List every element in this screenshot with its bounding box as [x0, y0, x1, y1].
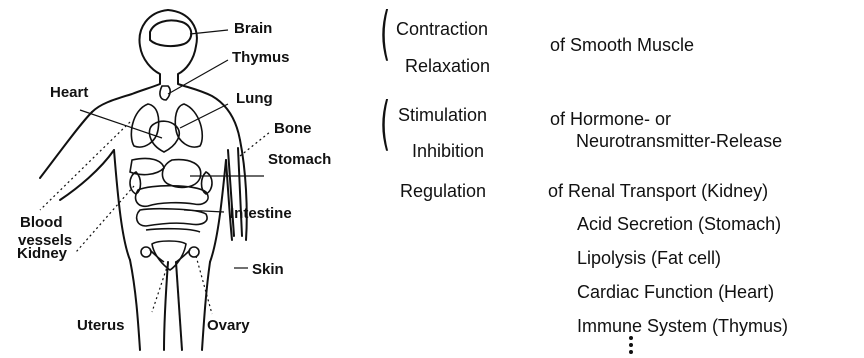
kidney-shape-right [202, 172, 213, 194]
function-contraction: Contraction [396, 20, 488, 38]
bracket-group1: ( [380, 4, 390, 62]
target-cardiac-function: Cardiac Function (Heart) [577, 283, 774, 301]
heart-shape [149, 121, 179, 152]
leader-lung [180, 104, 228, 128]
target-hormone-release-line2: Neurotransmitter-Release [576, 132, 782, 150]
leader-intestine [184, 210, 224, 212]
target-smooth-muscle: of Smooth Muscle [550, 36, 694, 54]
target-lipolysis: Lipolysis (Fat cell) [577, 249, 721, 267]
function-regulation: Regulation [400, 182, 486, 200]
target-hormone-release-line1: of Hormone- or [550, 110, 671, 128]
kidney-shape-left [130, 172, 141, 194]
leader-bone [240, 132, 270, 156]
stomach-shape [162, 160, 200, 188]
function-stimulation: Stimulation [398, 106, 487, 124]
label-ovary: Ovary [207, 318, 250, 333]
label-heart: Heart [50, 85, 88, 100]
target-renal-transport: of Renal Transport (Kidney) [548, 182, 768, 200]
label-thymus: Thymus [232, 50, 290, 65]
function-inhibition: Inhibition [412, 142, 484, 160]
label-lung: Lung [236, 91, 273, 106]
label-blood-vessels-line1: Blood [20, 215, 63, 230]
uterus-shape [152, 241, 186, 270]
lung-shape-right [175, 104, 202, 147]
label-brain: Brain [234, 21, 272, 36]
leader-heart [80, 110, 162, 138]
label-intestine: Intestine [230, 206, 292, 221]
bracket-group2: ( [380, 94, 390, 152]
label-kidney: Kidney [17, 246, 67, 261]
intestine-shape [136, 186, 208, 207]
target-acid-secretion: Acid Secretion (Stomach) [577, 215, 781, 233]
target-immune-system: Immune System (Thymus) [577, 317, 788, 335]
label-skin: Skin [252, 262, 284, 277]
label-uterus: Uterus [77, 318, 125, 333]
continuation-dots [626, 334, 636, 356]
lung-shape-left [131, 104, 158, 147]
function-relaxation: Relaxation [405, 57, 490, 75]
ovary-shape-right [189, 247, 199, 257]
label-bone: Bone [274, 121, 312, 136]
leader-blood-vessels [40, 122, 130, 210]
ovary-shape-left [141, 247, 151, 257]
label-stomach: Stomach [268, 152, 331, 167]
brain-shape [150, 20, 191, 46]
